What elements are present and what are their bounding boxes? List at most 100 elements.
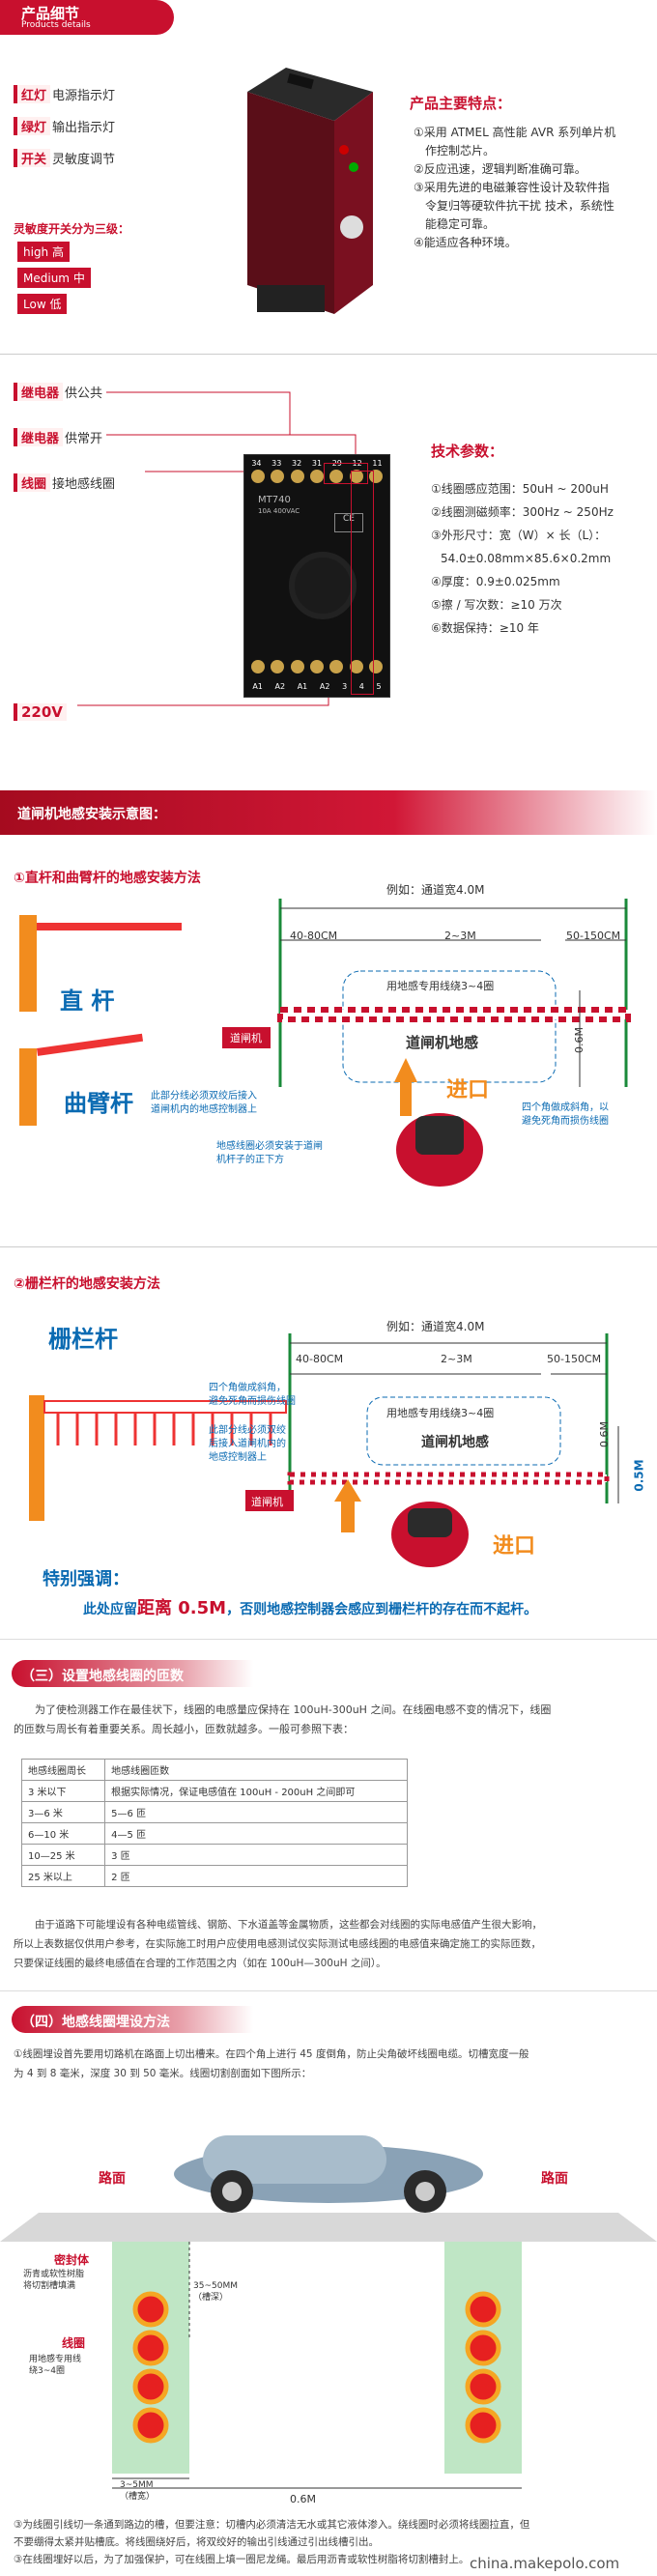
straight-bar-label: 直 杆 xyxy=(60,987,115,1015)
diagram1-figure xyxy=(19,899,631,1187)
features-title: 产品主要特点： xyxy=(410,95,512,112)
gap-label: 0.5M xyxy=(632,1459,646,1492)
relay-no: 继电器 供常开 xyxy=(14,428,115,446)
bottom-terminals: A1 A2 A1 A2 3 4 5 xyxy=(252,682,382,691)
specs-list: ①线圈感应范围：50uH ~ 200uH ②线圈测磁频率：300Hz ~ 250… xyxy=(431,477,653,640)
indicator-tag: 绿灯 xyxy=(14,117,51,135)
seal-label: 密封体 xyxy=(54,2253,90,2267)
section4-intro: ①线圈埋设首先要用切路机在路面上切出槽来。在四个角上进行 45 度倒角，防止尖角… xyxy=(14,2048,529,2079)
section4-title-bar: （四）地感线圈埋设方法 xyxy=(12,2006,253,2033)
feature-line: 能稳定可靠。 xyxy=(425,217,496,231)
feature-line: ①采用 ATMEL 高性能 AVR 系列单片机 xyxy=(414,126,616,139)
spec-line: ①线圈感应范围：50uH ~ 200uH xyxy=(431,482,609,496)
install-banner: 道闸机地感安装示意图： xyxy=(0,790,657,835)
depth-desc: 35~50MM（槽深） xyxy=(193,2281,238,2303)
loop-label: 道闸机地感 xyxy=(421,1435,489,1450)
level-medium: Medium 中 xyxy=(17,268,91,288)
product-photo-controller xyxy=(228,53,383,329)
spec-line: ⑤擦 / 写次数：≥10 万次 xyxy=(431,598,562,612)
diagram2-figure xyxy=(29,1333,619,1567)
entrance-label: 进口 xyxy=(493,1534,536,1559)
table-row: 3 米以下根据实际情况，保证电感值在 100uH - 200uH 之间即可 xyxy=(20,1780,408,1802)
entrance-label: 进口 xyxy=(446,1078,490,1102)
table-header: 地感线圈匝数 xyxy=(104,1759,408,1781)
spec-line: 54.0±0.08mm×85.6×0.2mm xyxy=(441,552,612,565)
dim-label: 50-150CM xyxy=(547,1353,602,1365)
seal-desc: 沥青或软性树脂将切割槽填满 xyxy=(23,2270,85,2291)
coil-desc: 用地感专用线绕3~4圈 xyxy=(29,2355,82,2376)
section4-title: （四）地感线圈埋设方法 xyxy=(21,2015,170,2030)
coil-label: 用地感专用线绕3~4圈 xyxy=(386,1407,495,1419)
coil-label: 线圈 xyxy=(62,2336,86,2350)
span-label: 0.6M xyxy=(290,2493,316,2505)
diagram1-title: ①直杆和曲臂杆的地感安装方法 xyxy=(14,871,201,886)
fence-bar-label: 栅栏杆 xyxy=(48,1326,118,1353)
feature-line: ④能适应各种环境。 xyxy=(414,236,517,249)
gate-label: 道闸机 xyxy=(251,1496,283,1508)
indicator-tag: 开关 xyxy=(14,149,51,167)
indicator-red: 红灯 电源指示灯 xyxy=(14,85,115,103)
header-subtitle: Products details xyxy=(21,20,91,30)
diagram1-width-label: 例如：通道宽4.0M xyxy=(386,883,485,897)
sensitivity-levels: high 高 Medium 中 Low 低 xyxy=(17,242,91,314)
diagram1-note1: 此部分线必须双绞后接入道闸机内的地感控制器上 xyxy=(151,1091,257,1115)
feature-line: 作控制芯片。 xyxy=(425,144,496,157)
spec-line: ②线圈测磁频率：300Hz ~ 250Hz xyxy=(431,505,614,519)
section-header: 产品细节 Products details xyxy=(0,0,174,35)
relay-tag: 继电器 xyxy=(14,383,64,401)
section4-notes: ③为线圈引线切一条通到路边的槽，但要注意：切槽内必须清洁无水或其它液体渗入。绕线… xyxy=(14,2519,530,2565)
relay-desc: 供公共 xyxy=(65,386,103,401)
dim-label: 2~3M xyxy=(441,1353,472,1365)
diagram2-note1: 四个角做成斜角，避免死角而损伤线圈 xyxy=(209,1383,296,1407)
gate-label: 道闸机 xyxy=(230,1032,262,1045)
header-title: 产品细节 xyxy=(21,5,80,22)
dim-label: 40-80CM xyxy=(296,1353,344,1365)
table-header: 地感线圈周长 xyxy=(20,1759,106,1781)
indicator-list: 红灯 电源指示灯 绿灯 输出指示灯 开关 灵敏度调节 xyxy=(14,85,115,167)
product-photo-socket: 34 33 32 31 29 12 11 MT740 10A 400VAC CE… xyxy=(243,454,390,698)
indicator-desc: 灵敏度调节 xyxy=(52,153,116,167)
loop-label: 道闸机地感 xyxy=(406,1034,479,1051)
relay-common: 继电器 供公共 xyxy=(14,383,115,401)
section3-outro: 由于道路下可能埋设有各种电缆管线、钢筋、下水道盖等金属物质，这些都会对线圈的实际… xyxy=(14,1919,542,1969)
section3-title-bar: （三）设置地感线圈的匝数 xyxy=(12,1660,253,1687)
divider xyxy=(0,1246,657,1247)
diagram1-note3: 四个角做成斜角，以避免死角而损伤线圈 xyxy=(522,1102,609,1127)
road-label-left: 路面 xyxy=(99,2171,126,2187)
divider xyxy=(0,1990,657,1991)
dim-label: 2~3M xyxy=(444,930,476,942)
diagram2-note2: 此部分线必须双绞后接入道闸机内的地感控制器上 xyxy=(209,1425,286,1463)
feature-line: ②反应迅速，逻辑判断准确可靠。 xyxy=(414,162,586,176)
indicator-switch: 开关 灵敏度调节 xyxy=(14,149,115,167)
section3-title: （三）设置地感线圈的匝数 xyxy=(21,1669,184,1684)
relay-tag: 继电器 xyxy=(14,428,64,446)
divider xyxy=(0,1639,657,1640)
turns-table: 地感线圈周长地感线圈匝数 3 米以下根据实际情况，保证电感值在 100uH - … xyxy=(20,1759,408,1887)
indicator-tag: 红灯 xyxy=(14,85,51,103)
banner-title: 道闸机地感安装示意图： xyxy=(17,807,166,822)
road-label-right: 路面 xyxy=(541,2171,568,2187)
curved-bar-label: 曲臂杆 xyxy=(64,1090,133,1117)
indicator-green: 绿灯 输出指示灯 xyxy=(14,117,115,135)
spec-line: ⑥数据保持：≥10 年 xyxy=(431,621,539,635)
specs-title: 技术参数： xyxy=(431,443,504,460)
emphasis-text: 此处应留距离 0.5M，否则地感控制器会感应到栅栏杆的存在而不起杆。 xyxy=(83,1598,538,1618)
features-list: ①采用 ATMEL 高性能 AVR 系列单片机 作控制芯片。 ②反应迅速，逻辑判… xyxy=(414,124,650,252)
relay-list: 继电器 供公共 继电器 供常开 线圈 接地感线圈 xyxy=(14,383,115,492)
diagram1-note2: 地感线圈必须安装于道闸机杆子的正下方 xyxy=(216,1141,323,1165)
dim-label: 40-80CM xyxy=(290,930,338,942)
indicator-desc: 输出指示灯 xyxy=(52,121,116,135)
relay-tag: 线圈 xyxy=(14,473,51,492)
slot-desc: 3~5MM（槽宽） xyxy=(120,2480,156,2502)
spec-line: ④厚度：0.9±0.025mm xyxy=(431,575,560,588)
divider xyxy=(0,354,657,355)
depth-label: 0.6M xyxy=(597,1421,611,1447)
indicator-desc: 电源指示灯 xyxy=(52,89,116,103)
dim-label: 50-150CM xyxy=(566,930,621,942)
level-low: Low 低 xyxy=(17,294,91,314)
relay-coil: 线圈 接地感线圈 xyxy=(14,473,115,492)
watermark: china.makepolo.com xyxy=(470,2555,620,2572)
